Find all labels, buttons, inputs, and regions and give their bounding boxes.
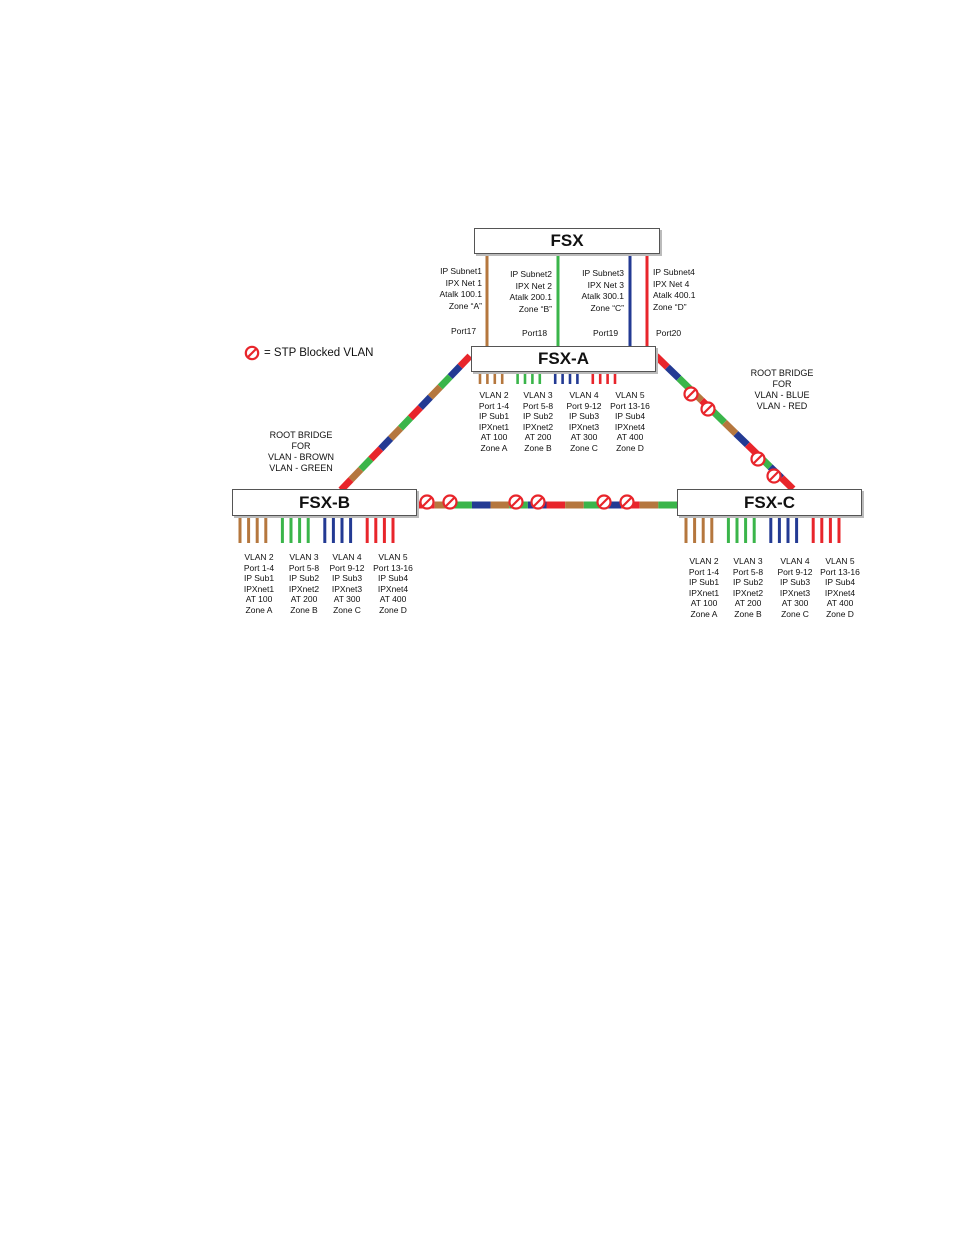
uplink-port-3: Port19 [593, 328, 619, 338]
blocked-vlan-icon-slash [599, 497, 609, 507]
uplink-port-2: Port18 [522, 328, 548, 338]
trunk-a-b-segment [348, 466, 364, 483]
switch-fsx-a: FSX-A [471, 346, 656, 372]
switch-fsx: FSX [474, 228, 660, 254]
trunk-a-b-segment [358, 456, 374, 472]
trunk-a-c-segment [779, 475, 796, 492]
blocked-vlan-icon-slash [686, 389, 696, 399]
trunk-a-b-segment [457, 353, 473, 369]
switch-fsx-a-label: FSX-A [538, 349, 589, 368]
switch-fsx-label: FSX [550, 231, 584, 250]
legend-text: = STP Blocked VLAN [264, 347, 374, 359]
trunk-a-b-segment [398, 415, 413, 431]
uplink-port-4: Port20 [656, 328, 682, 338]
switch-fsx-b-label: FSX-B [299, 493, 350, 512]
trunk-a-b-segment [437, 374, 453, 390]
trunk-a-b-segment [338, 477, 354, 493]
blocked-vlan-icon-slash [511, 497, 521, 507]
trunk-a-b-segment [368, 446, 384, 462]
trunk-a-b-segment [378, 436, 394, 452]
trunk-a-b-segment [417, 394, 433, 410]
legend: = STP Blocked VLAN [244, 345, 373, 361]
uplink-port-1: Port17 [451, 326, 477, 336]
trunk-a-c-segment [722, 419, 739, 437]
blocked-vlan-icon-slash [703, 404, 713, 414]
trunk-a-b-segment [407, 405, 423, 421]
trunk-a-b-segment [388, 425, 404, 441]
trunk-a-c-segment [664, 364, 682, 381]
trunk-a-b-segment [447, 363, 463, 380]
blocked-vlan-icon-slash [753, 454, 763, 464]
trunk-a-c-segment [733, 431, 750, 448]
blocked-vlan-icon-slash [622, 497, 632, 507]
trunk-a-c-segment [653, 353, 670, 370]
switch-fsx-c: FSX-C [677, 489, 862, 516]
switch-fsx-b: FSX-B [232, 489, 417, 516]
blocked-vlan-icon-slash [422, 497, 432, 507]
blocked-vlan-icon-slash [533, 497, 543, 507]
trunk-a-b-segment [427, 384, 443, 400]
stp-blocked-icon [244, 345, 260, 361]
blocked-vlan-icon-slash [769, 471, 779, 481]
blocked-vlan-icon-slash [445, 497, 455, 507]
switch-fsx-c-label: FSX-C [744, 493, 795, 512]
trunk-a-c-segment [710, 408, 727, 426]
